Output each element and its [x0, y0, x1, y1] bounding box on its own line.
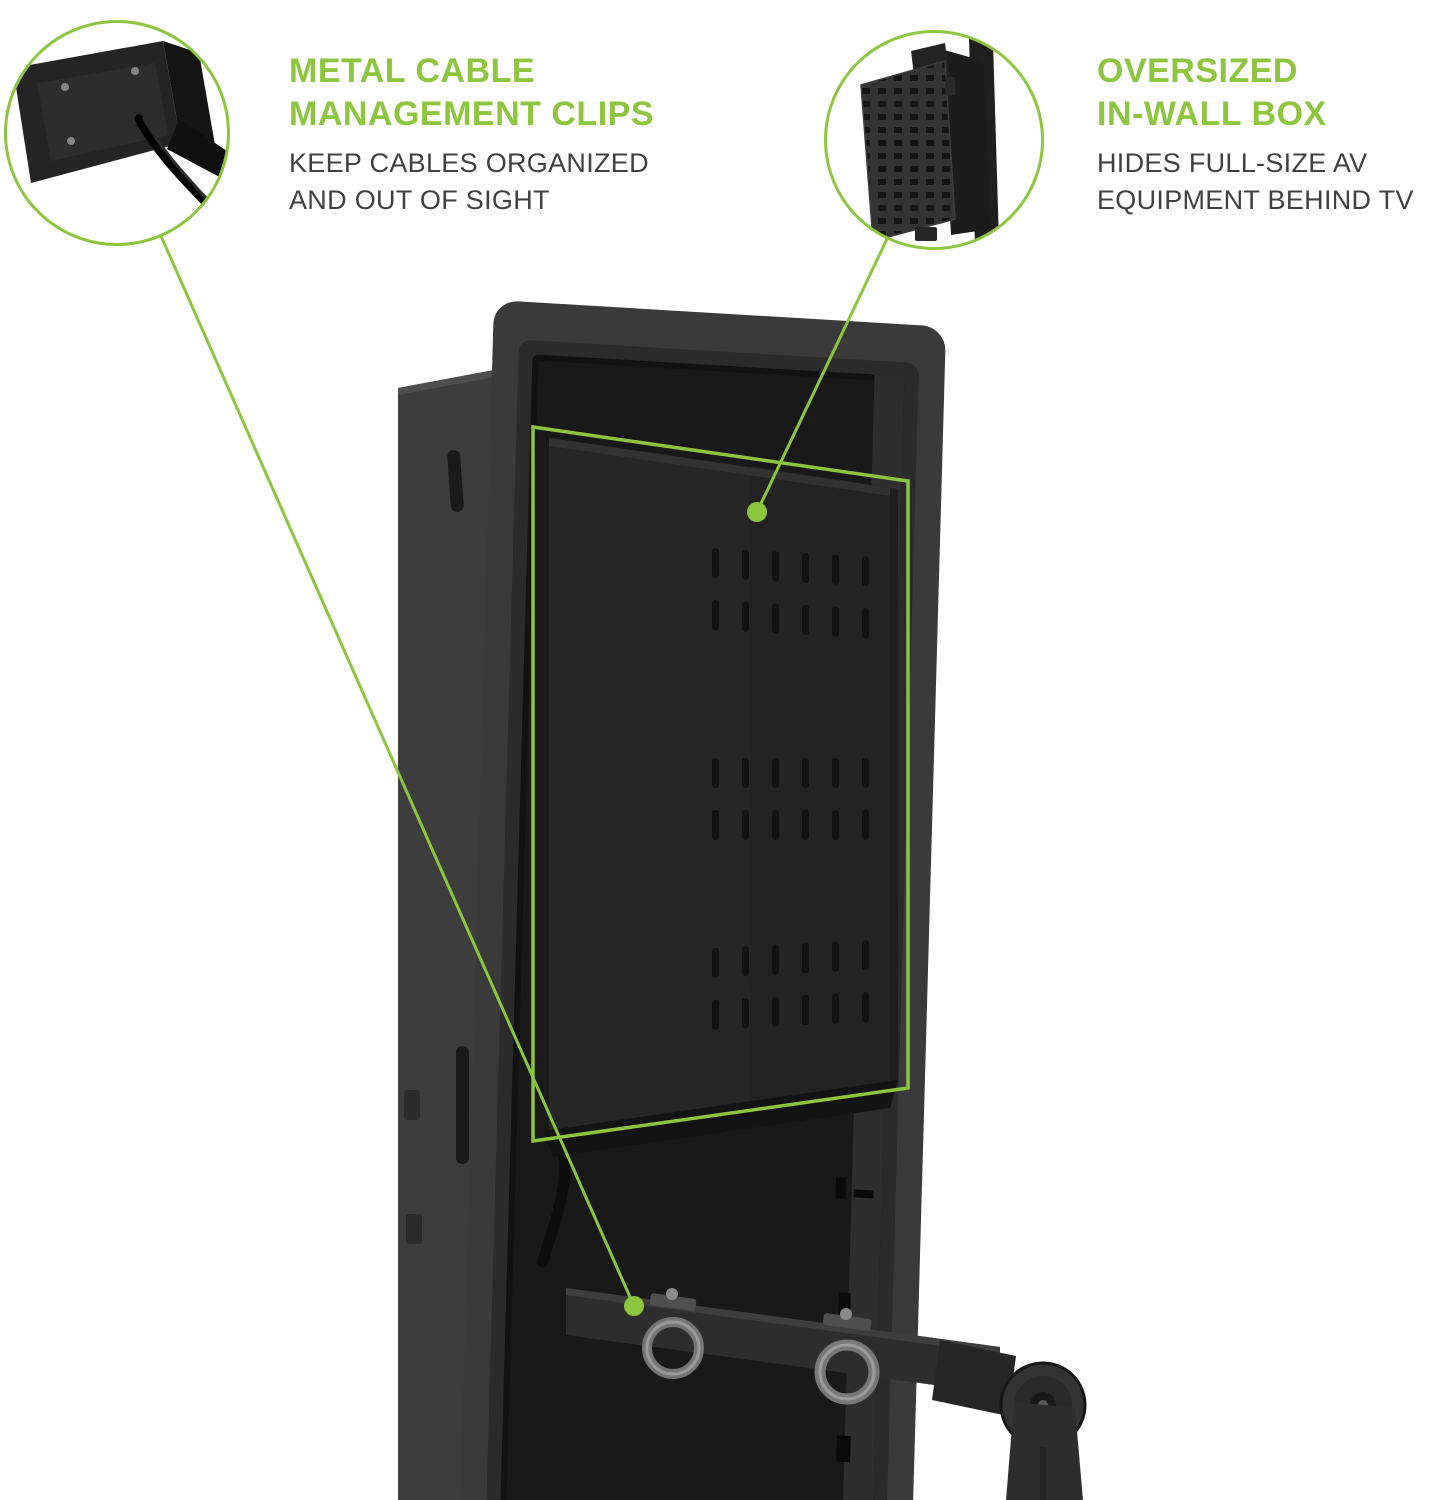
av-cover — [543, 437, 898, 1157]
right-title-line-2: IN-WALL BOX — [1097, 95, 1327, 133]
left-desc-line-1: KEEP CABLES ORGANIZED — [289, 148, 649, 178]
mount-arm — [932, 1340, 1087, 1500]
left-callout-description: KEEP CABLES ORGANIZED AND OUT OF SIGHT — [289, 145, 654, 219]
cable-clip-2 — [814, 1308, 880, 1405]
left-callout-text: METAL CABLE MANAGEMENT CLIPS KEEP CABLES… — [289, 50, 654, 219]
left-title-line-2: MANAGEMENT CLIPS — [289, 95, 654, 133]
left-title-line-1: METAL CABLE — [289, 52, 536, 90]
left-callout-circle — [4, 20, 230, 246]
cable-clip-1 — [642, 1288, 704, 1379]
right-title-line-1: OVERSIZED — [1097, 52, 1298, 90]
right-callout-text: OVERSIZED IN-WALL BOX HIDES FULL-SIZE AV… — [1097, 50, 1414, 219]
left-callout-title: METAL CABLE MANAGEMENT CLIPS — [289, 50, 654, 136]
right-callout-title: OVERSIZED IN-WALL BOX — [1097, 50, 1414, 136]
right-desc-line-2: EQUIPMENT BEHIND TV — [1097, 185, 1414, 215]
right-desc-line-1: HIDES FULL-SIZE AV — [1097, 148, 1368, 178]
cable-clip-detail-icon — [13, 41, 227, 228]
right-callout-description: HIDES FULL-SIZE AV EQUIPMENT BEHIND TV — [1097, 145, 1414, 219]
right-callout-circle — [824, 30, 1044, 250]
in-wall-box-detail-icon — [860, 37, 999, 245]
left-desc-line-2: AND OUT OF SIGHT — [289, 185, 550, 215]
